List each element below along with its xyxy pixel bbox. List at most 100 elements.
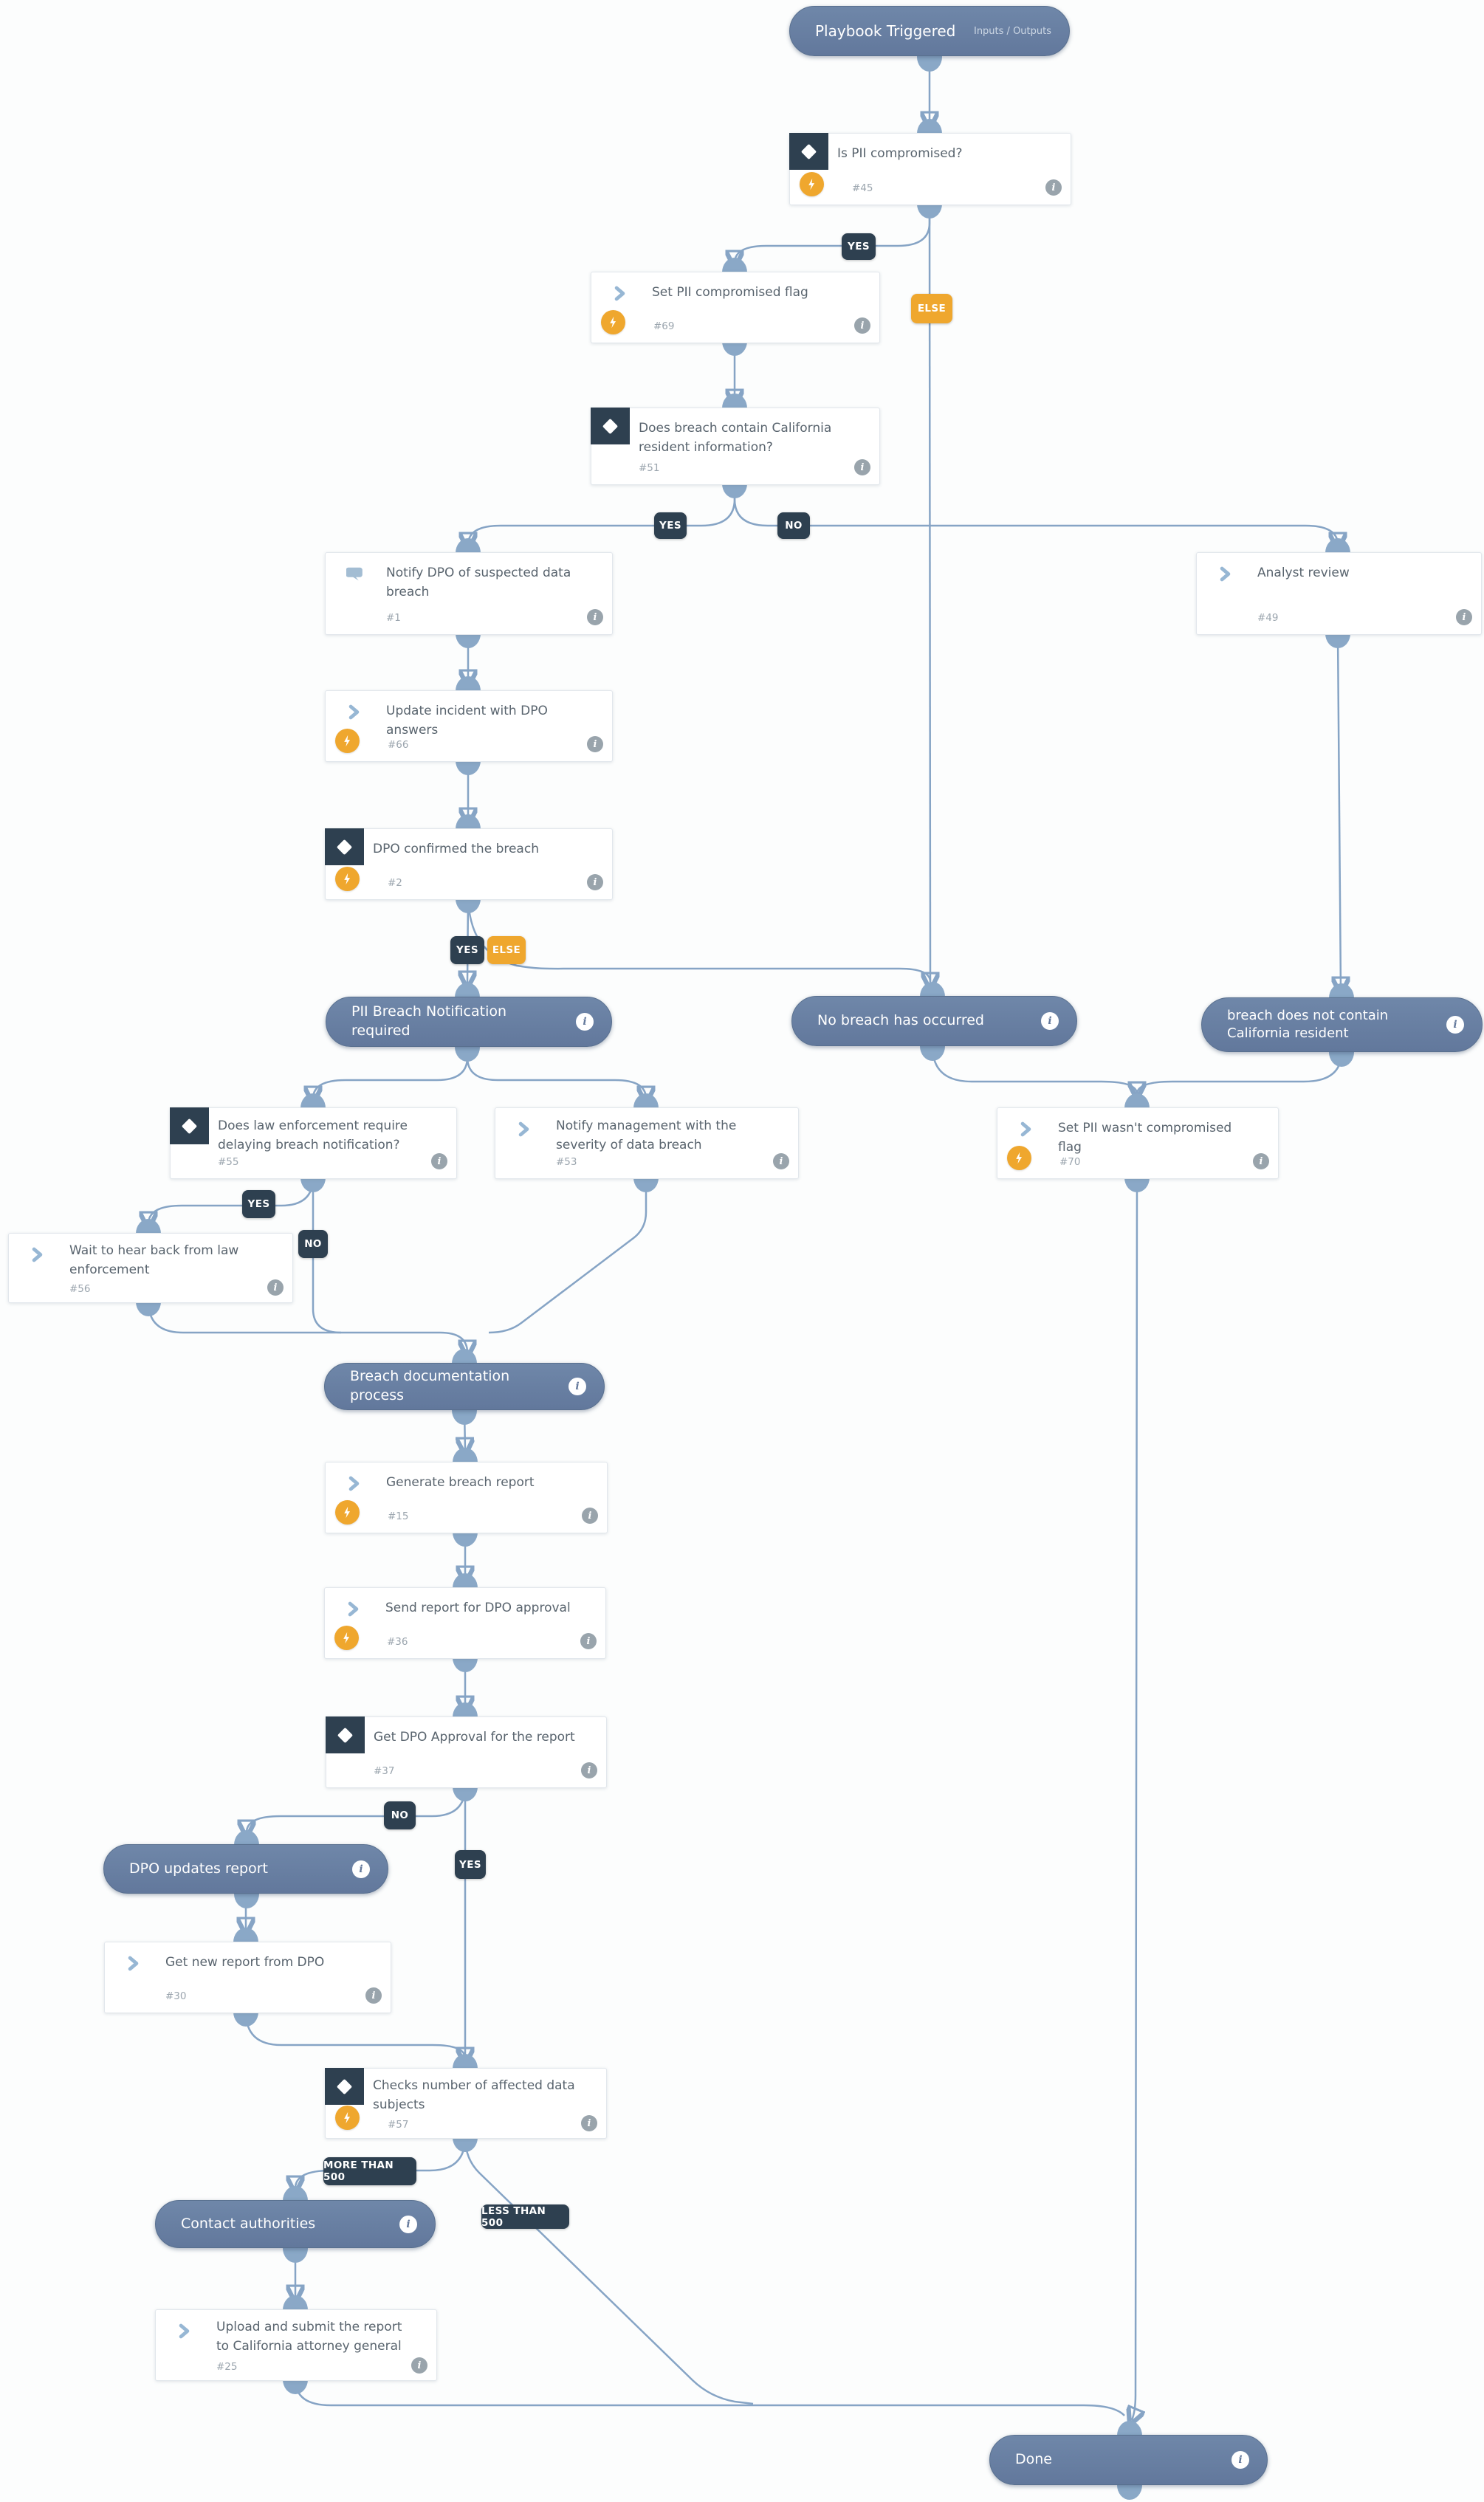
task-49-analyst-review[interactable]: Analyst review #49 i bbox=[1196, 552, 1482, 635]
info-icon[interactable]: i bbox=[365, 1987, 382, 2004]
automation-lightning-icon bbox=[335, 729, 360, 753]
edge-label-yes[interactable]: YES bbox=[450, 936, 484, 964]
info-icon[interactable]: i bbox=[587, 874, 603, 890]
info-icon[interactable]: i bbox=[580, 1633, 597, 1649]
action-chevron-icon bbox=[30, 1247, 45, 1265]
playbook-start-node[interactable]: Playbook Triggered Inputs / Outputs bbox=[789, 6, 1070, 56]
section-label: Contact authorities bbox=[181, 2215, 316, 2232]
edge-label-no[interactable]: NO bbox=[777, 512, 810, 539]
section-dpo-updates-report[interactable]: DPO updates report i bbox=[103, 1844, 388, 1894]
info-icon[interactable]: i bbox=[581, 1762, 597, 1778]
info-icon[interactable]: i bbox=[581, 2115, 597, 2131]
info-icon[interactable]: i bbox=[773, 1153, 789, 1169]
playbook-done-node[interactable]: Done i bbox=[989, 2435, 1268, 2485]
task-37-get-dpo-approval[interactable]: Get DPO Approval for the report #37 i bbox=[326, 1716, 607, 1788]
info-icon[interactable]: i bbox=[1446, 1016, 1464, 1034]
edge-label-else[interactable]: ELSE bbox=[911, 294, 952, 323]
task-title: Does law enforcement require delaying br… bbox=[218, 1118, 408, 1152]
task-title: Does breach contain California resident … bbox=[639, 421, 832, 455]
task-56-wait-law-enforcement[interactable]: Wait to hear back from law enforcement #… bbox=[8, 1233, 293, 1303]
section-breach-documentation-process[interactable]: Breach documentation process i bbox=[324, 1363, 605, 1410]
edge-label-more-than-500[interactable]: MORE THAN 500 bbox=[323, 2157, 416, 2185]
task-57-checks-affected-data-subjects[interactable]: Checks number of affected data subjects … bbox=[325, 2068, 607, 2139]
info-icon[interactable]: i bbox=[1045, 179, 1062, 196]
edge-label-yes[interactable]: YES bbox=[455, 1850, 486, 1879]
task-number: #30 bbox=[165, 1990, 187, 2002]
task-title: DPO confirmed the breach bbox=[373, 842, 539, 856]
info-icon[interactable]: i bbox=[587, 609, 603, 625]
edge-label-yes[interactable]: YES bbox=[654, 512, 687, 539]
info-icon[interactable]: i bbox=[267, 1279, 284, 1296]
section-breach-not-california-resident[interactable]: breach does not contain California resid… bbox=[1201, 997, 1483, 1052]
task-36-send-report-dpo-approval[interactable]: Send report for DPO approval #36 i bbox=[324, 1587, 606, 1659]
info-icon[interactable]: i bbox=[1253, 1153, 1269, 1169]
action-chevron-icon bbox=[346, 704, 362, 723]
task-title: Set PII compromised flag bbox=[652, 285, 808, 300]
task-number: #1 bbox=[386, 612, 401, 624]
action-chevron-icon bbox=[1217, 566, 1233, 585]
task-66-update-incident[interactable]: Update incident with DPO answers #66 i bbox=[325, 690, 613, 762]
info-icon[interactable]: i bbox=[568, 1378, 586, 1395]
task-number: #70 bbox=[1059, 1156, 1081, 1168]
task-25-upload-submit-report[interactable]: Upload and submit the report to Californ… bbox=[155, 2309, 437, 2381]
automation-lightning-icon bbox=[334, 1626, 359, 1650]
info-icon[interactable]: i bbox=[1041, 1012, 1059, 1030]
condition-icon bbox=[325, 2068, 364, 2105]
edge-label-yes[interactable]: YES bbox=[842, 233, 876, 260]
task-number: #56 bbox=[69, 1283, 91, 1295]
task-1-notify-dpo[interactable]: Notify DPO of suspected data breach #1 i bbox=[325, 552, 613, 635]
task-15-generate-breach-report[interactable]: Generate breach report #15 i bbox=[325, 1462, 608, 1533]
info-icon[interactable]: i bbox=[854, 459, 870, 475]
task-title: Is PII compromised? bbox=[837, 146, 963, 161]
task-title: Get DPO Approval for the report bbox=[374, 1730, 575, 1745]
section-label: No breach has occurred bbox=[817, 1012, 984, 1029]
automation-lightning-icon bbox=[335, 2106, 360, 2130]
condition-icon bbox=[170, 1107, 209, 1144]
section-pii-breach-notification-required[interactable]: PII Breach Notification required i bbox=[326, 997, 612, 1047]
info-icon[interactable]: i bbox=[576, 1013, 594, 1031]
task-55-law-enforcement-delay[interactable]: Does law enforcement require delaying br… bbox=[170, 1107, 457, 1179]
info-icon[interactable]: i bbox=[431, 1153, 447, 1169]
task-number: #66 bbox=[388, 739, 409, 751]
action-chevron-icon bbox=[516, 1121, 532, 1140]
edge-label-else[interactable]: ELSE bbox=[487, 936, 526, 964]
task-title: Send report for DPO approval bbox=[385, 1601, 571, 1615]
edge-label-yes[interactable]: YES bbox=[242, 1190, 275, 1218]
task-53-notify-management[interactable]: Notify management with the severity of d… bbox=[495, 1107, 799, 1179]
section-label: PII Breach Notification required bbox=[351, 1003, 507, 1039]
info-icon[interactable]: i bbox=[587, 736, 603, 752]
task-45-is-pii-compromised[interactable]: Is PII compromised? #45 i bbox=[789, 133, 1071, 205]
action-chevron-icon bbox=[612, 286, 628, 304]
task-title: Get new report from DPO bbox=[165, 1955, 325, 1970]
section-label: Breach documentation process bbox=[350, 1368, 510, 1403]
task-title: Notify management with the severity of d… bbox=[556, 1118, 737, 1152]
condition-icon bbox=[326, 1716, 365, 1753]
task-number: #51 bbox=[639, 462, 660, 474]
task-title: Update incident with DPO answers bbox=[386, 704, 548, 738]
task-51-breach-contains-california-resident[interactable]: Does breach contain California resident … bbox=[591, 408, 880, 485]
info-icon[interactable]: i bbox=[1231, 2451, 1249, 2469]
action-chevron-icon bbox=[1018, 1121, 1034, 1140]
inputs-outputs-button[interactable]: Inputs / Outputs bbox=[973, 25, 1051, 37]
info-icon[interactable]: i bbox=[411, 2357, 427, 2374]
task-number: #2 bbox=[388, 877, 402, 889]
info-icon[interactable]: i bbox=[399, 2215, 417, 2233]
info-icon[interactable]: i bbox=[854, 317, 870, 334]
info-icon[interactable]: i bbox=[1456, 609, 1472, 625]
section-no-breach-has-occurred[interactable]: No breach has occurred i bbox=[791, 996, 1077, 1046]
edge-label-no[interactable]: NO bbox=[298, 1230, 328, 1258]
section-contact-authorities[interactable]: Contact authorities i bbox=[155, 2200, 436, 2248]
task-number: #36 bbox=[387, 1636, 408, 1648]
task-number: #49 bbox=[1257, 612, 1279, 624]
communication-chat-icon bbox=[346, 566, 365, 586]
task-number: #45 bbox=[852, 182, 873, 194]
task-70-set-pii-not-compromised-flag[interactable]: Set PII wasn't compromised flag #70 i bbox=[997, 1107, 1279, 1179]
edge-label-less-than-500[interactable]: LESS THAN 500 bbox=[481, 2204, 569, 2229]
info-icon[interactable]: i bbox=[582, 1508, 598, 1524]
task-2-dpo-confirmed-breach[interactable]: DPO confirmed the breach #2 i bbox=[325, 828, 613, 900]
edge-label-no[interactable]: NO bbox=[384, 1801, 416, 1829]
task-30-get-new-report-dpo[interactable]: Get new report from DPO #30 i bbox=[104, 1942, 391, 2013]
info-icon[interactable]: i bbox=[352, 1860, 370, 1878]
task-69-set-pii-compromised-flag[interactable]: Set PII compromised flag #69 i bbox=[591, 272, 880, 343]
